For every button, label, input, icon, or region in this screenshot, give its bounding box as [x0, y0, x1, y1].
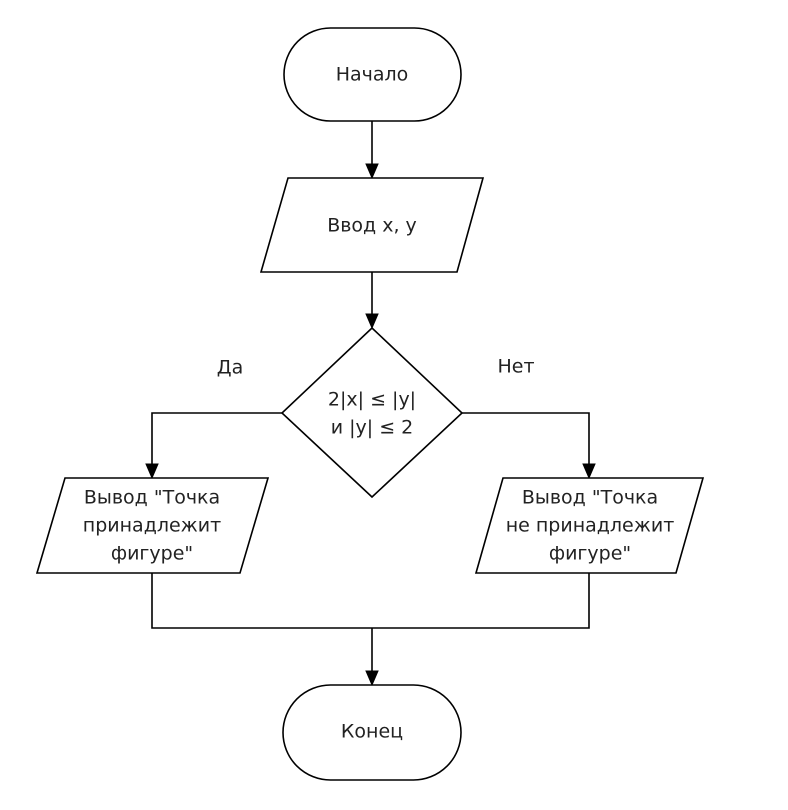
arrowhead-input-decision: [365, 313, 379, 330]
output-yes-shape: [35, 477, 270, 574]
output-yes-label-line1: Вывод "Точка: [84, 487, 220, 509]
output-no-label-line2: не принадлежит: [506, 515, 675, 537]
connector-yes-merge: [151, 573, 372, 629]
output-no-node: Вывод "Точка не принадлежит фигуре": [474, 477, 705, 574]
start-label: Начало: [336, 64, 409, 86]
end-node: Конец: [282, 684, 462, 781]
arrowhead-decision-no: [582, 463, 596, 480]
end-label: Конец: [341, 721, 403, 743]
decision-label-line1: 2|x| ≤ |y|: [328, 389, 416, 411]
arrowhead-decision-yes: [145, 463, 159, 480]
output-no-shape: [474, 477, 705, 574]
input-node: Ввод x, y: [259, 177, 485, 273]
output-yes-label-line2: принадлежит: [83, 515, 221, 537]
input-shape: [259, 177, 485, 273]
input-label: Ввод x, y: [327, 215, 417, 237]
output-no-label-line3: фигуре": [549, 543, 631, 565]
connector-no-merge: [372, 573, 590, 629]
arrowhead-merge-end: [365, 670, 379, 687]
output-yes-label-line3: фигуре": [111, 543, 193, 565]
branch-no-label: Нет: [497, 356, 534, 378]
start-node: Начало: [283, 27, 462, 122]
connector-decision-no: [462, 412, 590, 466]
output-yes-node: Вывод "Точка принадлежит фигуре": [35, 477, 270, 574]
decision-label-line2: и |y| ≤ 2: [331, 417, 414, 439]
arrowhead-start-input: [365, 163, 379, 180]
decision-node: 2|x| ≤ |y| и |y| ≤ 2: [280, 326, 464, 499]
branch-yes-label: Да: [217, 357, 244, 379]
end-shape: [282, 684, 462, 781]
decision-shape: [280, 326, 464, 499]
connector-decision-yes: [151, 412, 282, 466]
output-no-label-line1: Вывод "Точка: [522, 487, 658, 509]
